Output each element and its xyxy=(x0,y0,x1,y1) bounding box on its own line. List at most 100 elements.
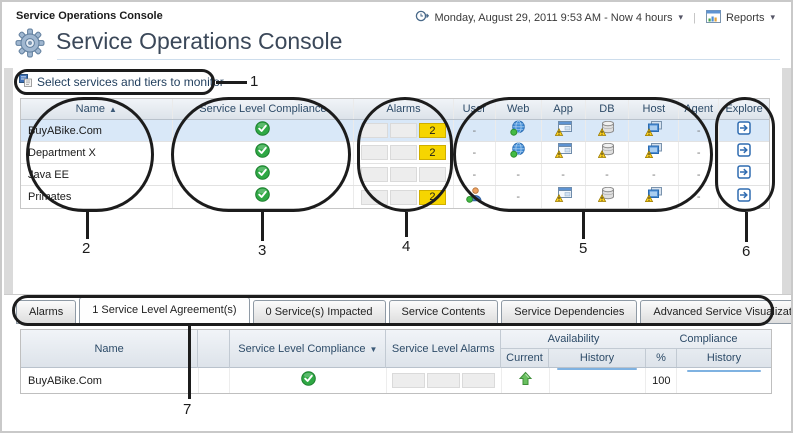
tab-0-service-s-impacted[interactable]: 0 Service(s) Impacted xyxy=(252,300,386,324)
alarm-slots xyxy=(360,167,446,182)
db-tier-warning-icon[interactable] xyxy=(598,120,615,141)
availability-history-cell xyxy=(550,368,647,393)
alarm-slots: 2 xyxy=(360,189,446,205)
table-row[interactable]: Java EE------ xyxy=(21,164,769,186)
tab-1-service-level-agreement-s[interactable]: 1 Service Level Agreement(s) xyxy=(79,297,250,324)
reports-menu[interactable]: Reports xyxy=(725,11,765,24)
column-header-label: Web xyxy=(506,103,530,115)
column-header-label: Name xyxy=(75,103,105,115)
compliance-ok-icon xyxy=(255,187,271,207)
tab-alarms[interactable]: Alarms xyxy=(16,300,77,324)
explore-icon[interactable] xyxy=(737,165,751,184)
column-header-alarms[interactable]: Alarms xyxy=(354,99,454,119)
tier-cell-web: - xyxy=(496,186,542,208)
alarms-cell xyxy=(354,164,454,185)
alarm-count-badge[interactable]: 2 xyxy=(418,189,446,205)
service-name: BuyABike.Com xyxy=(21,120,173,141)
compliance-ok-icon xyxy=(255,142,271,163)
alarm-slot xyxy=(427,373,461,388)
select-services-label[interactable]: Select services and tiers to monitor xyxy=(37,75,224,89)
compliance-history-sparkline xyxy=(687,370,762,372)
column-header-user[interactable]: User xyxy=(454,99,496,119)
tab-advanced-service-visualization[interactable]: Advanced Service Visualization xyxy=(640,300,791,324)
app-tier-warning-icon[interactable] xyxy=(554,187,572,207)
app-tier-warning-icon[interactable] xyxy=(554,120,572,141)
service-level-alarms-cell xyxy=(387,368,502,393)
alarm-count-badge[interactable]: 2 xyxy=(418,123,446,138)
reports-icon xyxy=(705,9,721,26)
callout-number-1: 1 xyxy=(250,73,259,90)
column-header-web[interactable]: Web xyxy=(496,99,542,119)
sla-col-alarms[interactable]: Service Level Alarms xyxy=(386,330,501,368)
app-tier-warning-icon[interactable] xyxy=(554,142,572,163)
tab-service-dependencies[interactable]: Service Dependencies xyxy=(501,300,638,324)
db-tier-warning-icon[interactable] xyxy=(598,186,615,207)
explore-icon[interactable] xyxy=(737,143,751,162)
web-tier-icon[interactable] xyxy=(510,142,526,163)
column-header-name[interactable]: Name▲ xyxy=(21,99,173,119)
availability-up-icon xyxy=(518,371,533,391)
topbar-divider: | xyxy=(693,11,696,24)
availability-percent: 100 xyxy=(652,374,671,387)
no-data-dash: - xyxy=(605,168,609,181)
user-tier-icon[interactable] xyxy=(466,186,482,208)
sla-col-compliance-history[interactable]: History xyxy=(706,351,742,364)
column-header-service-level-compliance[interactable]: Service Level Compliance xyxy=(173,99,355,119)
host-tier-warning-icon[interactable] xyxy=(645,142,663,163)
column-header-label: DB xyxy=(599,103,615,115)
no-data-dash: - xyxy=(696,168,701,181)
sla-col-current[interactable]: Current xyxy=(501,348,549,367)
sla-col-name[interactable]: Name xyxy=(21,330,199,368)
availability-current-cell xyxy=(502,368,550,393)
host-tier-warning-icon[interactable] xyxy=(645,120,663,141)
callout-line-5 xyxy=(582,212,585,239)
breadcrumb: Service Operations Console xyxy=(16,10,163,22)
tier-cell-web xyxy=(496,120,542,141)
tier-cell-agent: - xyxy=(679,142,720,163)
reports-dropdown-icon[interactable]: ▾ xyxy=(770,12,775,22)
tier-cell-agent: - xyxy=(679,164,720,185)
no-data-dash: - xyxy=(561,168,565,181)
availability-group-label: Availability xyxy=(501,330,646,349)
time-range-dropdown-icon[interactable]: ▾ xyxy=(678,12,684,22)
service-name: BuyABike.Com xyxy=(21,368,199,393)
tier-cell-user: - xyxy=(454,164,496,185)
no-data-dash: - xyxy=(516,168,520,181)
column-header-app[interactable]: App xyxy=(542,99,586,119)
page-title: Service Operations Console xyxy=(56,28,343,54)
no-data-dash: - xyxy=(651,168,656,181)
column-header-agent[interactable]: Agent xyxy=(679,99,720,119)
db-tier-warning-icon[interactable] xyxy=(598,142,615,163)
tier-cell-app xyxy=(542,186,586,208)
compliance-cell xyxy=(173,142,355,163)
sla-col-percent[interactable]: % xyxy=(646,348,677,367)
alarm-slot xyxy=(360,123,388,138)
explore-icon[interactable] xyxy=(737,121,751,140)
column-header-host[interactable]: Host xyxy=(629,99,680,119)
tier-cell-db xyxy=(586,120,630,141)
host-tier-warning-icon[interactable] xyxy=(645,187,663,207)
sla-col-availability-history[interactable]: History xyxy=(549,348,646,367)
column-header-db[interactable]: DB xyxy=(586,99,630,119)
no-data-dash: - xyxy=(696,146,701,159)
no-data-dash: - xyxy=(472,168,477,181)
select-services-link[interactable]: Select services and tiers to monitor xyxy=(19,74,224,90)
sla-table-row[interactable]: BuyABike.Com 100 xyxy=(21,368,771,393)
alarm-count-badge[interactable]: 2 xyxy=(418,145,446,160)
sla-col-compliance[interactable]: Service Level Compliance ▼ xyxy=(230,330,387,368)
compliance-cell xyxy=(230,368,388,393)
service-name: Primates xyxy=(21,186,173,208)
tab-service-contents[interactable]: Service Contents xyxy=(388,300,499,324)
explore-icon[interactable] xyxy=(737,187,751,207)
web-tier-icon[interactable] xyxy=(510,120,526,141)
sort-desc-icon: ▼ xyxy=(369,344,378,354)
time-range-label[interactable]: Monday, August 29, 2011 9:53 AM - Now 4 … xyxy=(434,11,673,24)
alarm-slots: 2 xyxy=(360,145,446,160)
alarm-slot xyxy=(360,167,388,182)
alarm-slot xyxy=(389,167,417,182)
column-header-explore[interactable]: Explore xyxy=(719,99,769,119)
column-header-label: App xyxy=(553,103,573,115)
